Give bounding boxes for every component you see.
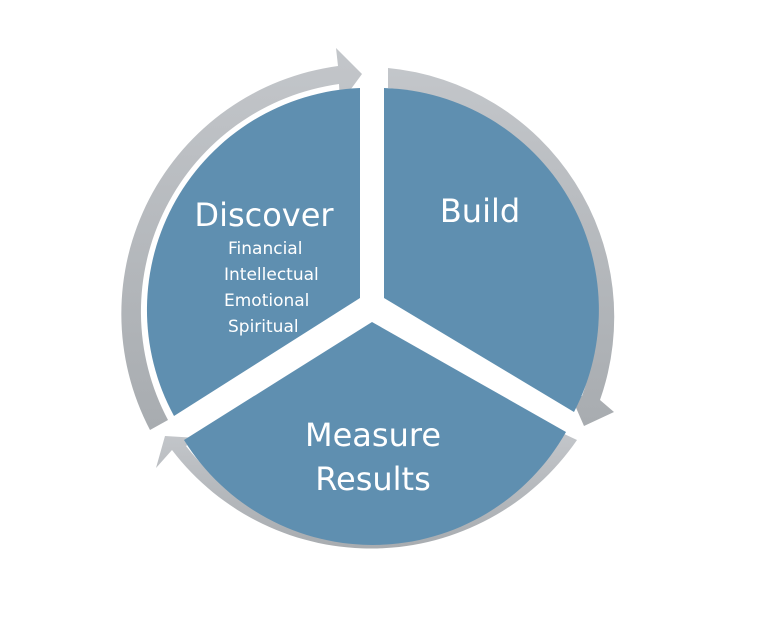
segment-measure bbox=[184, 322, 566, 545]
discover-item-intellectual: Intellectual bbox=[224, 265, 319, 285]
ring-arc-right bbox=[388, 68, 615, 426]
measure-title-line1: Measure bbox=[305, 416, 441, 454]
build-title: Build bbox=[440, 192, 520, 230]
cycle-segments bbox=[146, 88, 599, 545]
measure-title-line2: Results bbox=[315, 460, 431, 498]
ring-arc-top-left bbox=[121, 48, 363, 430]
segment-build bbox=[384, 88, 599, 412]
discover-item-emotional: Emotional bbox=[224, 291, 309, 311]
discover-item-spiritual: Spiritual bbox=[228, 317, 299, 337]
segment-discover bbox=[146, 88, 360, 416]
discover-item-financial: Financial bbox=[228, 239, 302, 259]
discover-title: Discover bbox=[194, 196, 334, 234]
